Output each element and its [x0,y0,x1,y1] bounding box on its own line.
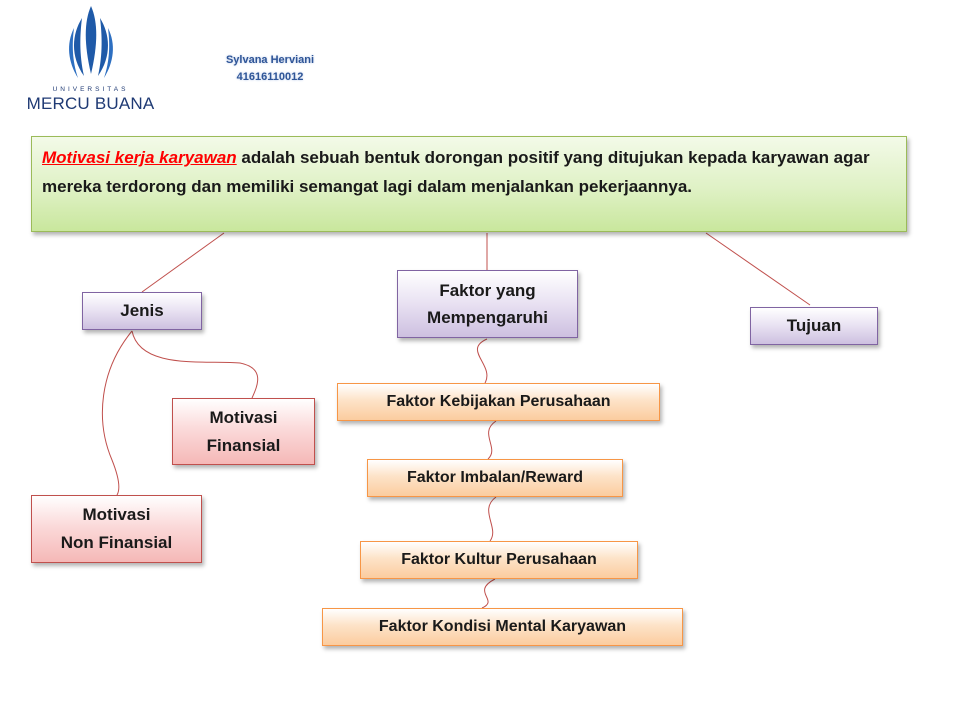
node-faktor-imbalan-label: Faktor Imbalan/Reward [406,469,584,486]
node-faktor-kultur-label: Faktor Kultur Perusahaan [401,551,597,568]
node-faktor-kultur: Faktor Kultur Perusahaan [360,541,638,579]
mercu-buana-emblem-icon [69,6,113,78]
node-faktor-imbalan: Faktor Imbalan/Reward [367,459,623,497]
node-faktor-kondisi-mental-label: Faktor Kondisi Mental Karyawan [378,618,627,635]
node-motivasi-non-line2: Non Finansial [60,533,173,552]
connector-definition-jenis [141,232,225,293]
logo-university-label: UNIVERSITAS [52,86,129,93]
node-motivasi-finansial-line2: Finansial [206,435,281,455]
node-faktor-kebijakan-label: Faktor Kebijakan Perusahaan [386,393,611,410]
node-motivasi-finansial-line1: Motivasi [209,407,278,427]
node-faktor-kebijakan: Faktor Kebijakan Perusahaan [337,383,660,421]
logo-university-name: MERCU BUANA [26,94,155,113]
definition-term: Motivasi kerja karyawan [42,148,237,167]
node-tujuan: Tujuan [750,307,878,345]
node-jenis: Jenis [82,292,202,330]
connector-f2-f3 [488,496,497,542]
definition-text: adalah sebuah bentuk dorongan positif ya… [42,148,870,196]
node-motivasi-non-finansial: Motivasi Non Finansial [31,495,202,563]
node-faktor-label-line2: Mempengaruhi [427,308,548,327]
connector-f3-f4 [481,578,496,609]
university-logo: UNIVERSITAS MERCU BUANA [18,4,163,116]
author-id: 41616110012 [236,71,304,83]
connector-definition-tujuan [705,232,811,306]
connector-jenis-nonfinansial [101,330,133,496]
connector-jenis-finansial [131,330,259,399]
node-faktor-yang-mempengaruhi: Faktor yang Mempengaruhi [397,270,578,338]
node-motivasi-finansial: Motivasi Finansial [172,398,315,465]
author-name: Sylvana Herviani [225,54,315,66]
connector-faktor-f1 [476,338,488,384]
node-tujuan-label: Tujuan [786,316,842,335]
node-faktor-kondisi-mental: Faktor Kondisi Mental Karyawan [322,608,683,646]
connector-f1-f2 [487,420,497,460]
node-faktor-label-line1: Faktor yang [439,281,536,300]
author-info: Sylvana Herviani 41616110012 [200,52,340,86]
node-jenis-label: Jenis [120,301,164,320]
node-motivasi-non-line1: Motivasi [82,505,151,524]
definition-box: Motivasi kerja karyawan adalah sebuah be… [31,136,907,232]
